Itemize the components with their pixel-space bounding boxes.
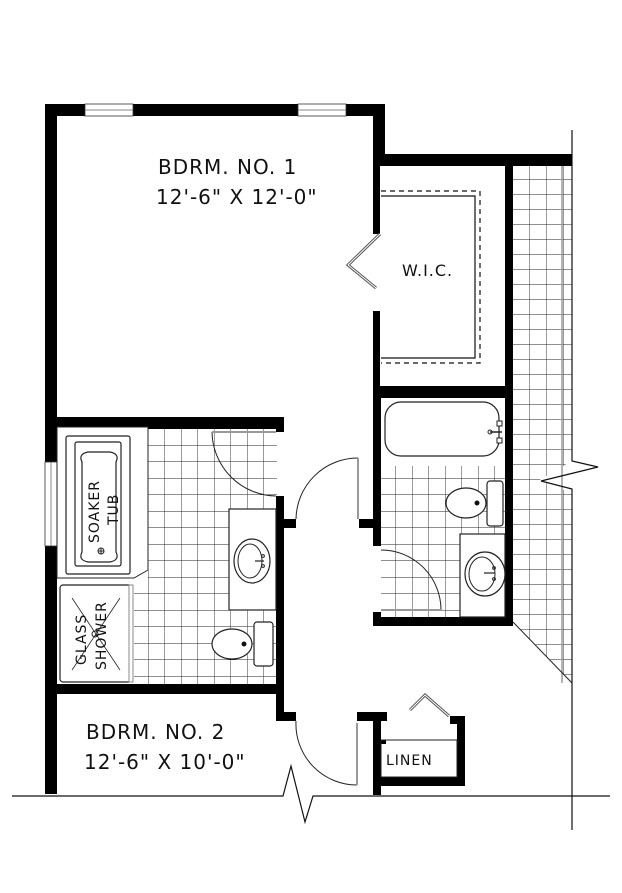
master-toilet <box>211 621 274 667</box>
hall-toilet <box>445 480 504 527</box>
soaker-label: SOAKER <box>87 480 103 543</box>
glass-shower <box>59 584 134 683</box>
hall-vanity <box>459 533 506 618</box>
break-lines <box>12 763 610 825</box>
bedroom-1-dimensions: 12'-6" X 12'-0" <box>156 185 318 209</box>
soaker-tub <box>56 426 149 579</box>
linen-door <box>408 692 450 718</box>
bedroom-2-name: BDRM. NO. 2 <box>86 720 225 744</box>
glass-label: GLASS <box>74 614 90 665</box>
hall-tub <box>381 398 505 466</box>
shower-label: SHOWER <box>94 601 110 670</box>
wic-shelving <box>381 190 481 364</box>
doors <box>211 431 442 786</box>
bedroom-1-name: BDRM. NO. 1 <box>158 155 297 179</box>
walls <box>44 103 572 795</box>
master-vanity <box>228 508 277 611</box>
room-labels: BDRM. NO. 1 12'-6" X 12'-0" W.I.C. BDRM.… <box>74 155 453 774</box>
linen-label: LINEN <box>386 753 433 769</box>
tub-label: TUB <box>106 494 122 526</box>
bedroom-2-dimensions: 12'-6" X 10'-0" <box>84 750 246 774</box>
tiled-hall-strip <box>512 130 599 830</box>
linen-shelf <box>380 739 458 778</box>
wic-label: W.I.C. <box>402 261 453 280</box>
